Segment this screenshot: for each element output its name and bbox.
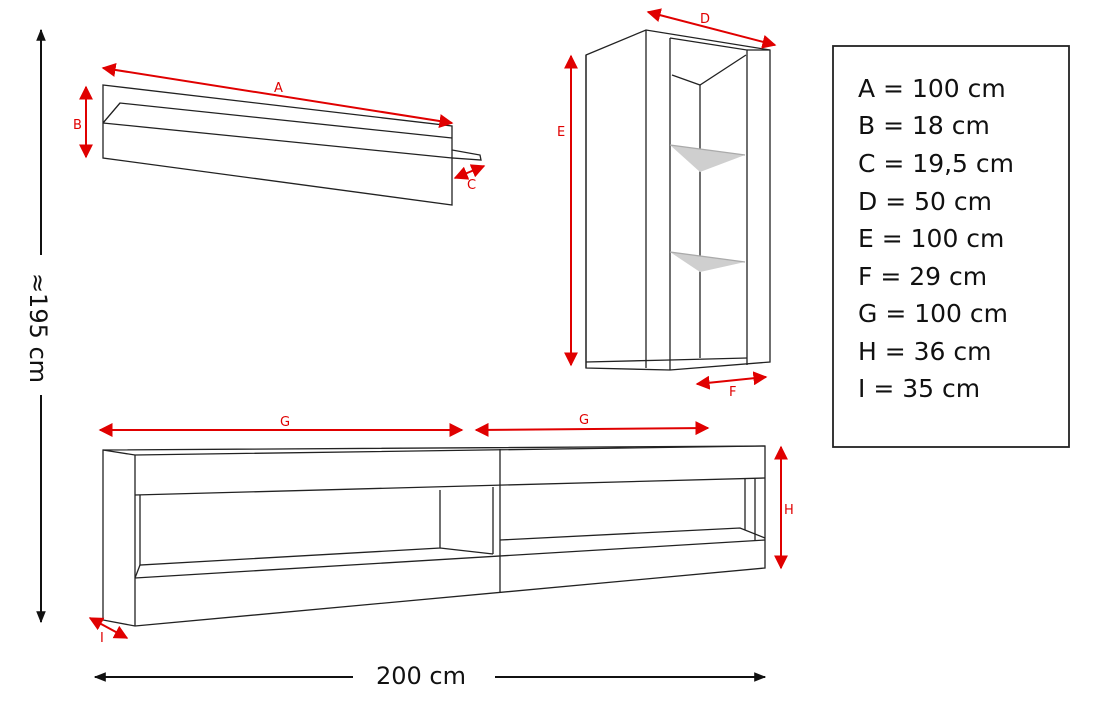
dim-line-d: [646, 8, 777, 49]
dim-label-b: B: [73, 118, 82, 133]
dim-label-f: F: [729, 385, 736, 400]
dim-line-f: [695, 371, 768, 390]
legend-item-d: D = 50 cm: [858, 187, 992, 216]
legend-item-c: C = 19,5 cm: [858, 149, 1014, 178]
wall-cabinet: [585, 29, 771, 371]
dim-label-g2: G: [579, 413, 589, 428]
tv-unit: [102, 445, 766, 627]
legend-box: [832, 45, 1070, 448]
legend-item-a: A = 100 cm: [858, 74, 1006, 103]
legend-item-e: E = 100 cm: [858, 224, 1004, 253]
dim-label-c: C: [467, 178, 476, 193]
wall-shelf: [102, 84, 482, 206]
legend-item-i: I = 35 cm: [858, 374, 980, 403]
legend-item-h: H = 36 cm: [858, 337, 992, 366]
dim-line-a: [101, 63, 454, 128]
legend-item-b: B = 18 cm: [858, 111, 990, 140]
dimension-lines: [79, 8, 788, 639]
overall-width-label: 200 cm: [376, 662, 466, 690]
dim-label-g1: G: [280, 415, 290, 430]
overall-height-label: ≈195 cm: [24, 273, 52, 383]
dim-line-g2: [474, 421, 710, 437]
legend-item-g: G = 100 cm: [858, 299, 1008, 328]
dim-line-i: [88, 617, 129, 639]
legend-item-f: F = 29 cm: [858, 262, 987, 291]
dim-label-i: I: [100, 631, 104, 646]
dimension-legend: A = 100 cm B = 18 cm C = 19,5 cm D = 50 …: [832, 45, 1070, 448]
dim-label-e: E: [557, 125, 565, 140]
dim-label-d: D: [700, 12, 710, 27]
dim-line-c: [453, 164, 486, 180]
dim-label-h: H: [784, 503, 794, 518]
dim-label-a: A: [274, 81, 283, 96]
